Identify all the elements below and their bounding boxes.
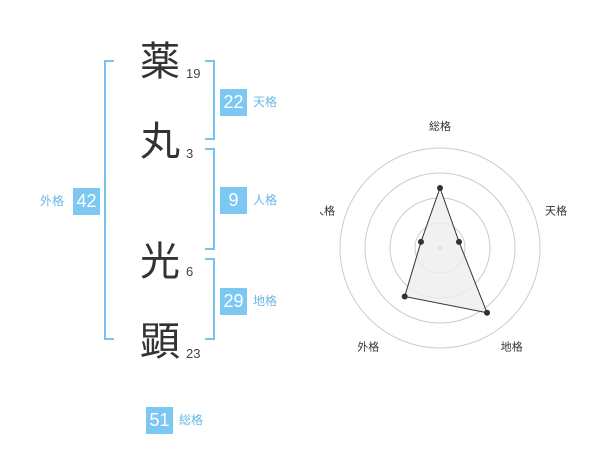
jinkaku-label: 人格 [253, 193, 278, 207]
soukaku-value: 51 [146, 407, 173, 434]
radar-axis-label-1: 総格 [429, 119, 451, 133]
stroke-count-1: 19 [186, 66, 201, 81]
radar-point-2 [456, 238, 463, 245]
name-char-3: 光 [140, 239, 180, 285]
radar-axis-label-4: 外格 [357, 340, 379, 354]
radar-point-1 [437, 185, 443, 191]
radar-grid-ring [364, 172, 516, 324]
radar-score-polygon [404, 186, 488, 314]
gaikaku-bracket [104, 60, 114, 340]
name-char-1: 薬 [140, 39, 180, 85]
name-char-4: 顕 [140, 319, 180, 365]
stroke-count-3: 6 [186, 264, 194, 279]
chikaku-bracket [205, 258, 215, 340]
gaikaku-value: 42 [73, 188, 100, 215]
jinkaku-bracket [205, 148, 215, 250]
radar-grid-ring [339, 147, 541, 349]
chikaku-value: 29 [220, 288, 247, 315]
jinkaku-value: 9 [220, 187, 247, 214]
radar-axis-label-3: 地格 [501, 340, 523, 354]
radar-point-5 [417, 238, 424, 245]
tenkaku-label: 天格 [253, 95, 278, 109]
radar-axis-label-5: 人格 [320, 203, 335, 217]
chikaku-label: 地格 [253, 294, 278, 308]
name-char-2: 丸 [140, 119, 180, 165]
radar-point-4 [401, 293, 408, 300]
stroke-count-4: 23 [186, 346, 201, 361]
soukaku-label: 総格 [179, 413, 204, 427]
gaikaku-label: 外格 [40, 194, 65, 208]
radar-axis-label-2: 天格 [545, 203, 567, 217]
tenkaku-bracket [205, 60, 215, 140]
stroke-count-2: 3 [186, 146, 194, 161]
tenkaku-value: 22 [220, 89, 247, 116]
radar-point-3 [484, 309, 491, 316]
